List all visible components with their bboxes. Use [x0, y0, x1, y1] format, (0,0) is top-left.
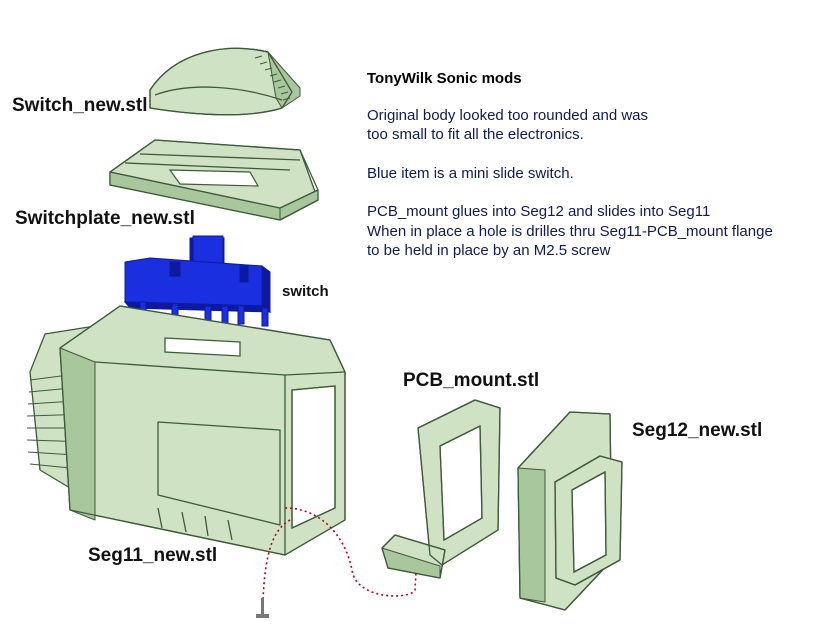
notes-paragraph-3: PCB_mount glues into Seg12 and slides in…	[367, 202, 773, 261]
notes-block: TonyWilk Sonic mods Original body looked…	[367, 69, 773, 280]
switchplate-new-part	[109, 139, 319, 221]
notes-title: TonyWilk Sonic mods	[367, 70, 522, 87]
notes-line: Blue item is a mini slide switch.	[367, 164, 574, 182]
notes-line: to be held in place by an M2.5 screw	[367, 242, 611, 259]
label-pcb-mount: PCB_mount.stl	[403, 370, 540, 391]
notes-paragraph-2: Blue item is a mini slide switch.	[367, 164, 773, 184]
label-seg12-new: Seg12_new.stl	[632, 420, 763, 441]
pcb-mount-part	[381, 399, 501, 579]
label-switch: switch	[282, 283, 329, 300]
label-switch-new: Switch_new.stl	[12, 95, 148, 116]
notes-line: Original body looked too rounded and was	[367, 106, 649, 124]
notes-paragraph-1: Original body looked too rounded and was…	[367, 106, 773, 145]
mini-slide-switch	[123, 235, 272, 327]
switch-new-part	[149, 47, 301, 116]
notes-line: When in place a hole is drilles thru Seg…	[367, 222, 773, 240]
label-switchplate-new: Switchplate_new.stl	[15, 208, 195, 229]
screw-path-line	[262, 519, 291, 601]
notes-line: PCB_mount glues into Seg12 and slides in…	[367, 203, 711, 220]
seg11-new-part	[26, 305, 346, 556]
label-seg11-new: Seg11_new.stl	[88, 545, 218, 566]
notes-line: too small to fit all the electronics.	[367, 126, 584, 143]
seg12-new-part	[517, 411, 623, 611]
m25-screw	[256, 598, 269, 618]
